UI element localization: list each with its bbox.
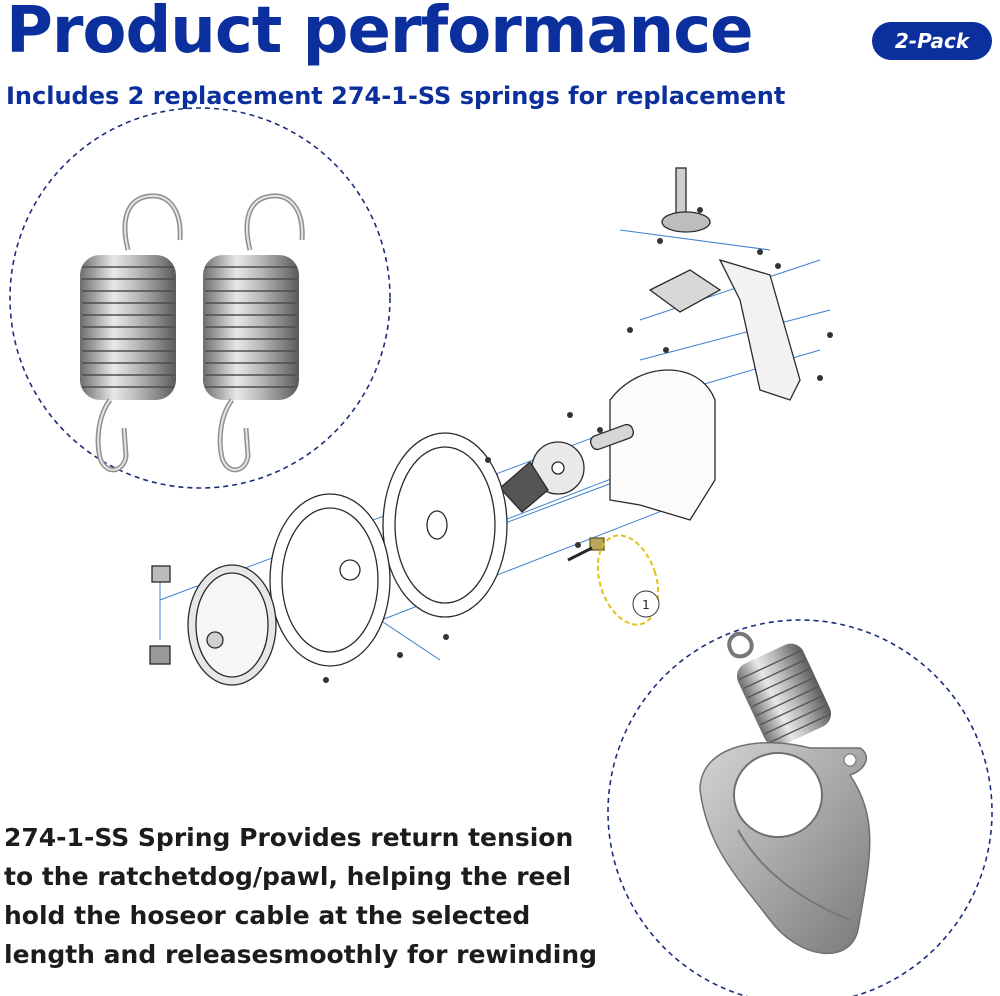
pawl-dashed-circle <box>607 619 993 996</box>
page-subtitle: Includes 2 replacement 274-1-SS springs … <box>6 82 786 110</box>
springs-dashed-circle <box>9 107 391 489</box>
product-description: 274-1-SS Spring Provides return tension … <box>4 823 598 969</box>
hose-reel-exploded-diagram <box>149 167 833 686</box>
page-title: Product performance <box>6 0 754 68</box>
spring-location-callout: 1 <box>596 534 660 626</box>
tension-spring-icon <box>203 193 305 473</box>
pack-badge: 2-Pack <box>872 22 992 60</box>
ratchet-pawl-with-spring-icon <box>699 631 871 955</box>
springs-closeup <box>9 107 391 489</box>
tension-spring-icon <box>80 193 183 473</box>
pawl-closeup <box>607 619 993 996</box>
callout-number: 1 <box>642 598 650 612</box>
